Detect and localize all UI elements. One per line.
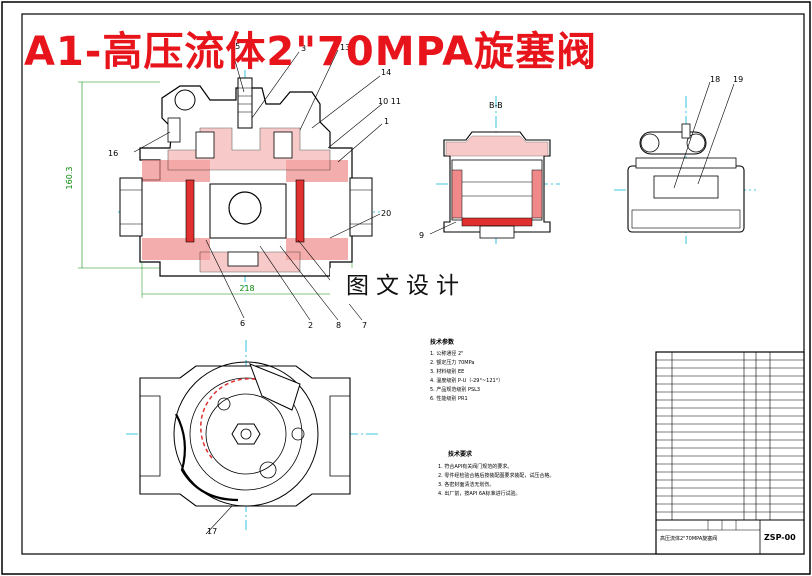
technical-param-3: 3. 材料级别 EE	[430, 368, 464, 375]
technical-param-4: 4. 温度级别 P-U（-29°~121°）	[430, 377, 503, 384]
technical-params-block: 技术参数 1. 公称通径 2" 2. 额定压力 70MPa 3. 材料级别 EE…	[430, 338, 503, 402]
callout-14: 14	[381, 68, 391, 77]
callout-18: 18	[710, 75, 720, 84]
technical-requirements-heading: 技术要求	[448, 450, 473, 458]
callout-20: 20	[381, 209, 391, 218]
drawing-title: A1-高压流体2"70MPA旋塞阀	[24, 29, 598, 75]
technical-param-2: 2. 额定压力 70MPa	[430, 359, 474, 366]
side-section-view	[429, 96, 560, 244]
callout-7: 7	[362, 321, 367, 330]
callout-13: 13	[340, 43, 350, 52]
technical-param-5: 5. 产品规范级别 PSL3	[430, 386, 480, 393]
width-dimension: 218	[239, 284, 254, 293]
technical-requirement-3: 3. 各密封面清洁无划伤。	[438, 481, 494, 488]
main-section-view	[78, 70, 380, 298]
technical-requirement-2: 2. 零件经检验合格后按装配图要求装配，试压合格。	[438, 472, 554, 479]
callout-3: 3	[301, 44, 306, 53]
technical-requirement-4: 4. 出厂前，按API 6A标准进行试验。	[438, 490, 520, 497]
technical-param-1: 1. 公称通径 2"	[430, 350, 463, 357]
main-view-leaders	[133, 49, 383, 321]
callout-17: 17	[207, 527, 217, 536]
height-dimension: 160.3	[65, 167, 74, 190]
callout-15: 15	[230, 42, 240, 51]
callout-8: 8	[336, 321, 341, 330]
callout-6: 6	[240, 319, 245, 328]
callout-9: 9	[419, 231, 424, 240]
drawing-number: ZSP-00	[764, 533, 796, 542]
plan-view	[126, 340, 378, 535]
callout-16: 16	[108, 149, 118, 158]
callout-19: 19	[733, 75, 743, 84]
side-view-label: B-B	[489, 101, 503, 110]
title-block	[655, 351, 805, 555]
technical-params-heading: 技术参数	[430, 338, 455, 346]
end-view-leaders	[673, 81, 735, 189]
callout-1: 1	[384, 117, 389, 126]
technical-requirements-block: 技术要求 1. 符合API有关阀门规范的要求。 2. 零件经检验合格后按装配图要…	[438, 450, 554, 497]
technical-param-6: 6. 性能级别 PR1	[430, 395, 468, 402]
title-block-name: 高压流体2"70MPA旋塞阀	[660, 535, 717, 542]
technical-requirement-1: 1. 符合API有关阀门规范的要求。	[438, 463, 512, 470]
callout-2: 2	[308, 321, 313, 330]
inner-border	[21, 13, 805, 555]
callout-10-11: 10 11	[378, 97, 401, 106]
watermark: 图文设计	[330, 268, 482, 304]
end-view	[614, 96, 756, 244]
